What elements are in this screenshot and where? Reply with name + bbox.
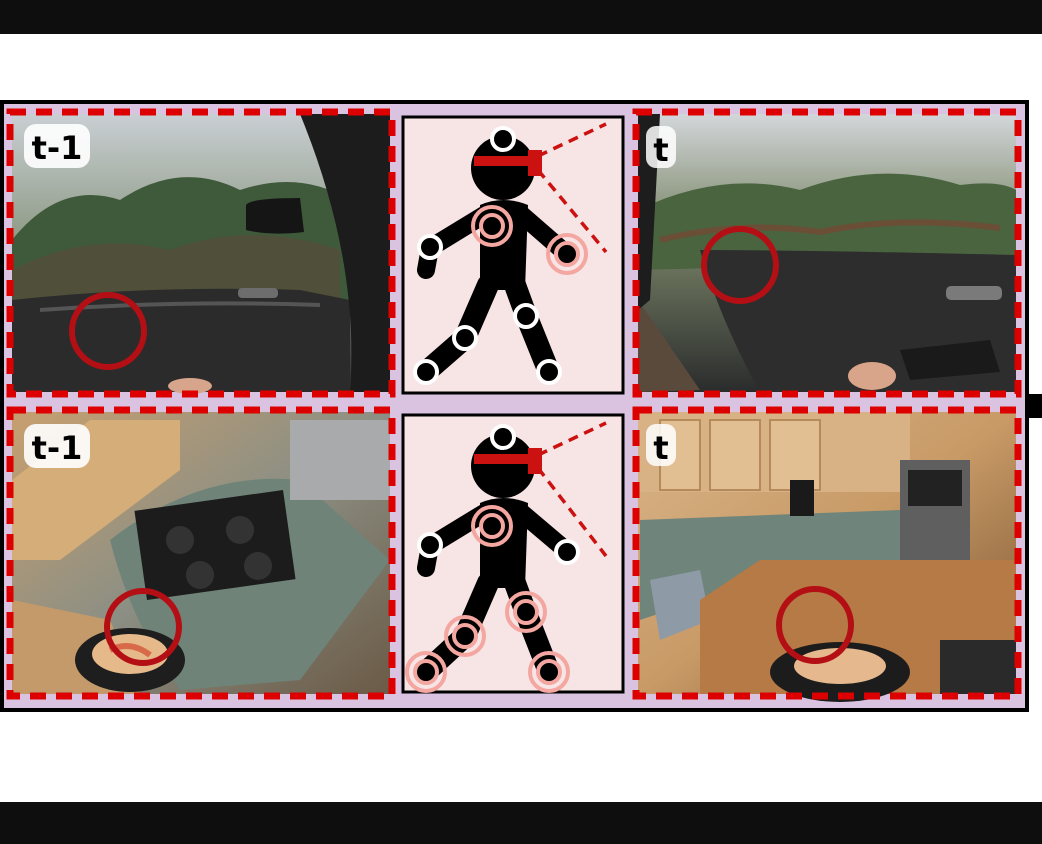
frame-bottom-right	[632, 406, 1022, 700]
target-circle-bottom-right	[776, 586, 854, 664]
label-bottom-left: t-1	[32, 429, 83, 467]
skeleton-panel-bottom	[401, 413, 625, 694]
label-top-left: t-1	[32, 129, 83, 167]
photo-car-current-frame	[638, 114, 1016, 392]
top-letterbox-bar	[0, 0, 1042, 34]
photo-kitchen-current-frame	[638, 412, 1016, 702]
target-circle-bottom-left	[104, 588, 182, 666]
label-tag-top-right: t	[646, 126, 676, 169]
frame-bottom-left	[6, 406, 396, 700]
label-tag-bottom-left: t-1	[24, 424, 90, 468]
right-edge-tick	[1027, 394, 1042, 418]
label-bottom-right: t	[653, 429, 668, 467]
label-top-right: t	[653, 131, 668, 169]
target-circle-top-left	[69, 292, 147, 370]
bottom-letterbox-bar	[0, 802, 1042, 844]
label-tag-bottom-right: t	[646, 424, 676, 467]
frame-top-left	[6, 108, 396, 398]
target-circle-top-right	[701, 226, 779, 304]
skeleton-panel-top	[401, 115, 625, 395]
label-tag-top-left: t-1	[24, 124, 90, 168]
frame-top-right	[632, 108, 1022, 398]
